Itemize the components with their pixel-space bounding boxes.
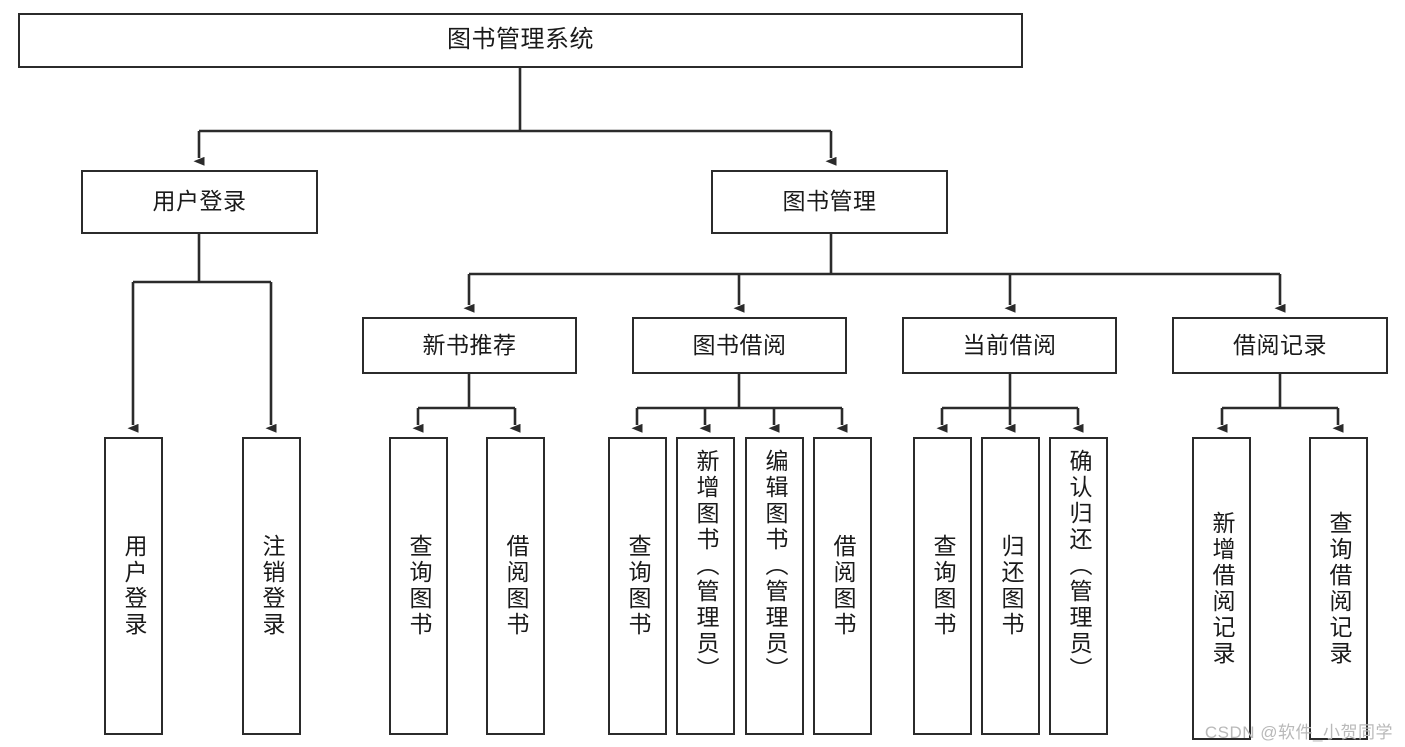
node-label: 新增图书（管理员） bbox=[693, 449, 719, 683]
node-label: 图书管理 bbox=[782, 188, 877, 215]
node-label: 查询图书 bbox=[625, 534, 651, 638]
node-label: 借阅记录 bbox=[1233, 331, 1327, 358]
leaf-new-book-borrow[interactable]: 借阅图书 bbox=[486, 437, 545, 735]
leaf-book-borrow-edit[interactable]: 编辑图书（管理员） bbox=[745, 437, 804, 735]
node-book-management[interactable]: 图书管理 bbox=[711, 170, 948, 234]
node-label: 查询图书 bbox=[406, 534, 432, 638]
node-label: 用户登录 bbox=[121, 534, 147, 638]
node-label: 新书推荐 bbox=[422, 331, 517, 358]
node-label: 注销登录 bbox=[259, 534, 285, 638]
node-book-borrow[interactable]: 图书借阅 bbox=[632, 317, 847, 374]
leaf-book-borrow-borrow[interactable]: 借阅图书 bbox=[813, 437, 872, 735]
leaf-current-borrow-query[interactable]: 查询图书 bbox=[913, 437, 972, 735]
node-label: 查询图书 bbox=[930, 534, 956, 638]
leaf-book-borrow-query[interactable]: 查询图书 bbox=[608, 437, 667, 735]
node-label: 用户登录 bbox=[152, 188, 247, 215]
node-root-book-management-system[interactable]: 图书管理系统 bbox=[18, 13, 1023, 68]
node-label: 图书管理系统 bbox=[447, 26, 594, 54]
leaf-borrow-record-add[interactable]: 新增借阅记录 bbox=[1192, 437, 1251, 740]
leaf-new-book-query[interactable]: 查询图书 bbox=[389, 437, 448, 735]
node-label: 借阅图书 bbox=[830, 534, 856, 638]
node-label: 归还图书 bbox=[998, 534, 1024, 638]
node-current-borrow[interactable]: 当前借阅 bbox=[902, 317, 1117, 374]
node-label: 借阅图书 bbox=[503, 534, 529, 638]
leaf-borrow-record-query[interactable]: 查询借阅记录 bbox=[1309, 437, 1368, 740]
node-user-login[interactable]: 用户登录 bbox=[81, 170, 318, 234]
node-label: 新增借阅记录 bbox=[1209, 510, 1235, 667]
node-new-book-recommend[interactable]: 新书推荐 bbox=[362, 317, 577, 374]
node-label: 查询借阅记录 bbox=[1326, 510, 1352, 667]
watermark-text: CSDN @软件_小贺同学 bbox=[1204, 723, 1393, 742]
node-borrow-record[interactable]: 借阅记录 bbox=[1172, 317, 1388, 374]
leaf-book-borrow-add[interactable]: 新增图书（管理员） bbox=[676, 437, 735, 735]
node-label: 编辑图书（管理员） bbox=[762, 449, 788, 683]
node-label: 图书借阅 bbox=[692, 331, 787, 358]
node-label: 确认归还（管理员） bbox=[1066, 449, 1092, 683]
leaf-user-login-login[interactable]: 用户登录 bbox=[104, 437, 163, 735]
leaf-user-login-logout[interactable]: 注销登录 bbox=[242, 437, 301, 735]
leaf-current-borrow-return[interactable]: 归还图书 bbox=[981, 437, 1040, 735]
leaf-current-borrow-confirm-return[interactable]: 确认归还（管理员） bbox=[1049, 437, 1108, 735]
node-label: 当前借阅 bbox=[962, 331, 1057, 358]
